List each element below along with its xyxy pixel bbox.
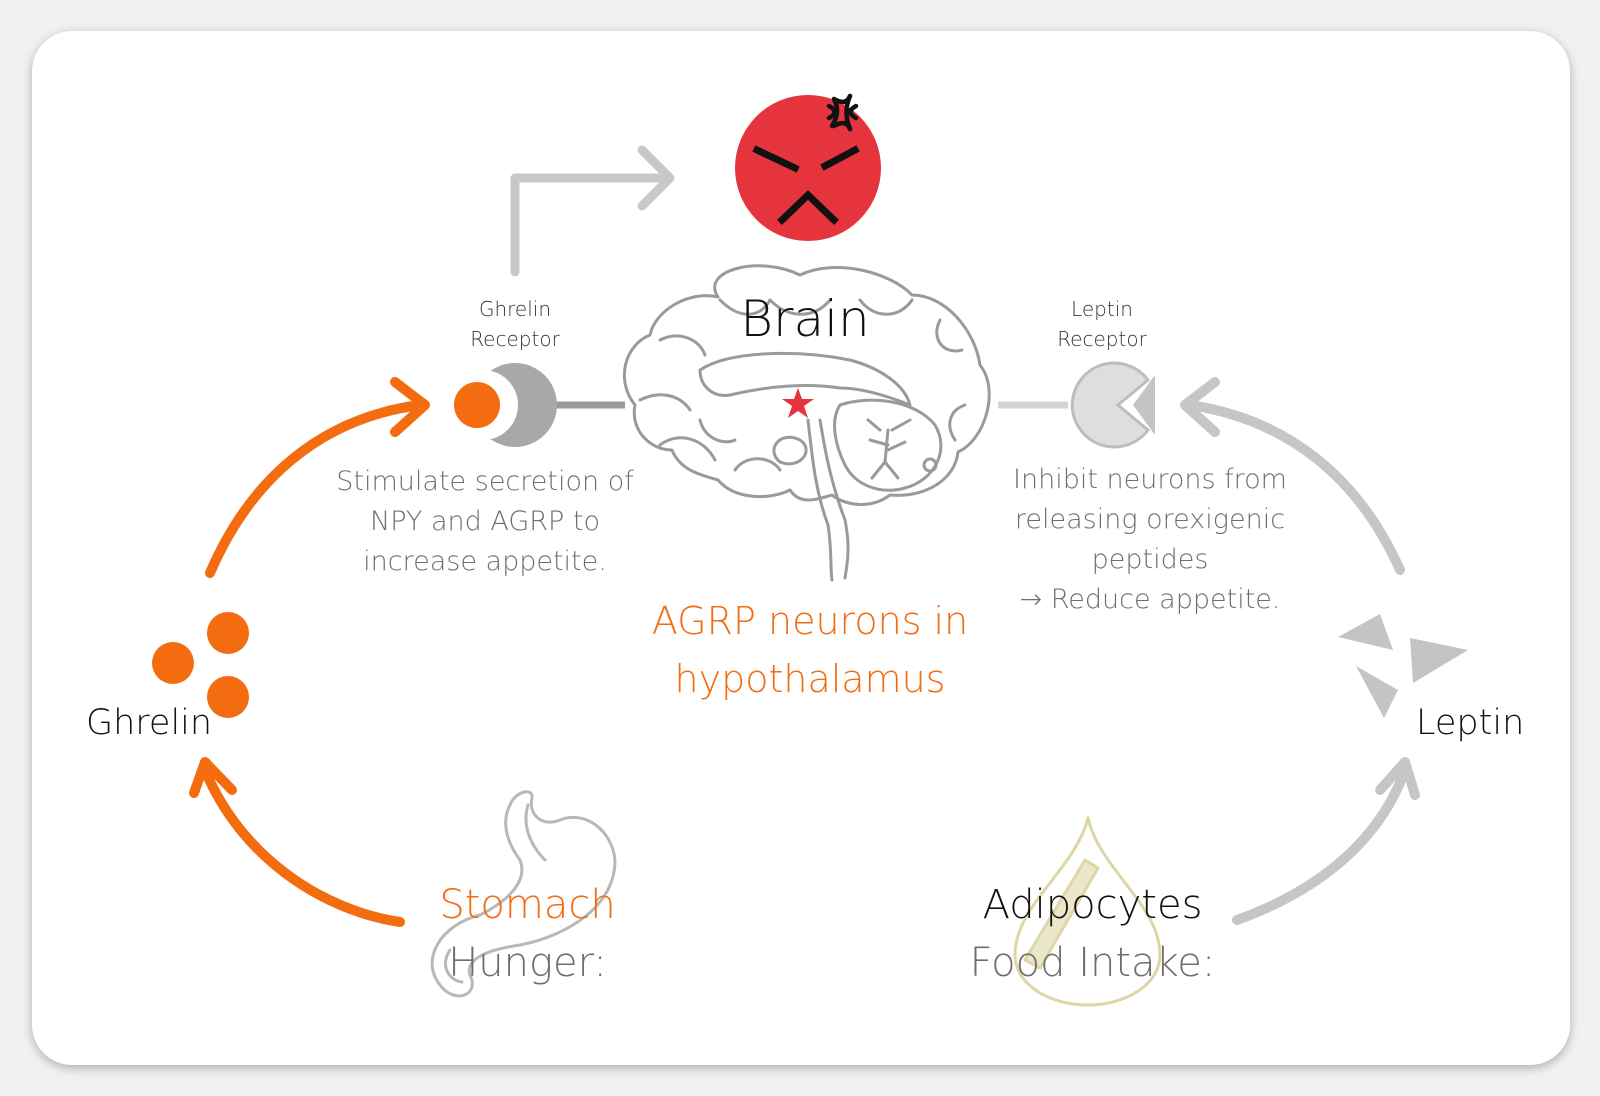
leptin-receptor-label: Leptin Receptor [1042,294,1162,354]
leptin-loop-arrows [1180,377,1420,925]
leptin-label: Leptin [1416,703,1525,743]
leptin-effect-line2: releasing orexigenic [1014,504,1286,535]
agrp-neurons-label-line2: hypothalamus [674,657,946,701]
agrp-neurons-label-line1: AGRP neurons in [651,599,969,643]
ghrelin-label: Ghrelin [86,703,213,743]
hypothalamus-star-icon [782,388,814,418]
agrp-neurons-label: AGRP neurons in hypothalamus [620,592,1000,708]
leptin-receptor-icon [998,361,1155,449]
brain-icon [622,264,991,582]
leptin-receptor-label-line2: Receptor [1057,327,1147,351]
leptin-receptor-label-line1: Leptin [1071,297,1133,321]
ghrelin-molecules-icon [152,612,249,718]
ghrelin-receptor-label: Ghrelin Receptor [455,294,575,354]
food-intake-label: Food Intake: [969,940,1216,986]
ghrelin-receptor-label-line2: Receptor [470,327,560,351]
ghrelin-receptor-label-line1: Ghrelin [478,297,552,321]
ghrelin-loop-arrows [189,377,430,927]
leptin-effect-line3: peptides [1091,544,1209,575]
leptin-effect-line4: → Reduce appetite. [1019,584,1281,615]
stomach-label: Stomach Hunger: [415,876,640,992]
hunger-label: Hunger: [448,940,607,986]
leptin-molecules-icon [1338,614,1468,718]
ghrelin-receptor-icon [448,363,625,447]
adipocytes-title: Adipocytes [982,882,1203,928]
stomach-icon [430,790,617,998]
ghrelin-effect-text: Stimulate secretion of NPY and AGRP to i… [335,462,635,582]
leptin-effect-text: Inhibit neurons from releasing orexigeni… [1000,460,1300,620]
angry-face-icon [735,93,881,241]
ghrelin-effect-line3: increase appetite. [363,546,607,577]
brain-title: Brain [740,290,870,348]
ghrelin-effect-line2: NPY and AGRP to [370,506,600,537]
leptin-effect-line1: Inhibit neurons from [1013,464,1287,495]
fat-droplet-icon [1013,816,1162,1007]
arrow-to-hunger [510,145,675,277]
stomach-title: Stomach [439,882,616,928]
ghrelin-effect-line1: Stimulate secretion of [336,466,634,497]
adipocytes-label: Adipocytes Food Intake: [960,876,1225,992]
